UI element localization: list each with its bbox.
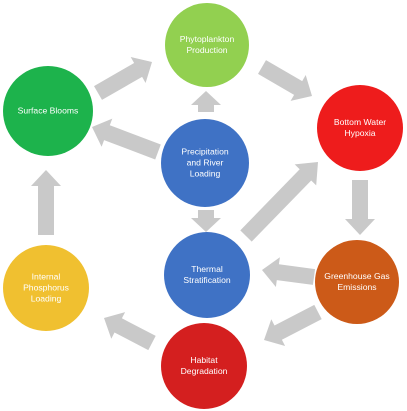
node-circle — [315, 240, 399, 324]
node-label-line: Emissions — [337, 282, 376, 292]
node-circle — [165, 3, 249, 87]
node-circle — [161, 119, 249, 207]
arrow-greenhouse-to-habitat — [264, 304, 322, 346]
arrow-greenhouse-to-thermal — [262, 257, 316, 287]
arrow-habitat-to-internal — [104, 312, 156, 351]
node-label-line: Production — [186, 45, 227, 55]
node-label-line: Surface Blooms — [18, 105, 79, 115]
node-surface-blooms: Surface Blooms — [3, 66, 93, 156]
node-circle — [3, 245, 89, 331]
arrow-hypoxia-to-greenhouse — [345, 180, 375, 235]
node-label-line: Phosphorus — [23, 282, 69, 292]
node-label-line: Internal — [32, 271, 61, 281]
node-label-line: Bottom Water — [334, 117, 386, 127]
node-label-line: Degradation — [181, 366, 228, 376]
node-label-line: Precipitation — [181, 146, 229, 156]
node-circle — [317, 85, 403, 171]
node-label-line: Phytoplankton — [180, 34, 235, 44]
node-circle — [164, 232, 250, 318]
node-label-line: Loading — [190, 168, 221, 178]
node-label-line: and River — [187, 157, 224, 167]
node-label-line: Habitat — [190, 355, 218, 365]
arrows-layer — [31, 57, 375, 351]
node-label-line: Loading — [31, 293, 62, 303]
node-label-line: Thermal — [191, 264, 223, 274]
arrow-internal-to-surface — [31, 170, 61, 235]
arrow-precip-to-surface — [92, 118, 161, 160]
node-label-line: Hypoxia — [344, 128, 375, 138]
arrow-surface-to-phyto — [94, 57, 152, 100]
arrow-phyto-to-hypoxia — [258, 60, 312, 101]
node-circle — [3, 66, 93, 156]
arrow-precip-to-phyto — [191, 91, 221, 112]
node-label-line: Stratification — [183, 275, 231, 285]
node-label-line: Greenhouse Gas — [324, 271, 389, 281]
arrow-thermal-to-hypoxia — [240, 162, 318, 242]
node-circle — [161, 323, 247, 409]
arrow-precip-to-thermal — [191, 210, 221, 232]
